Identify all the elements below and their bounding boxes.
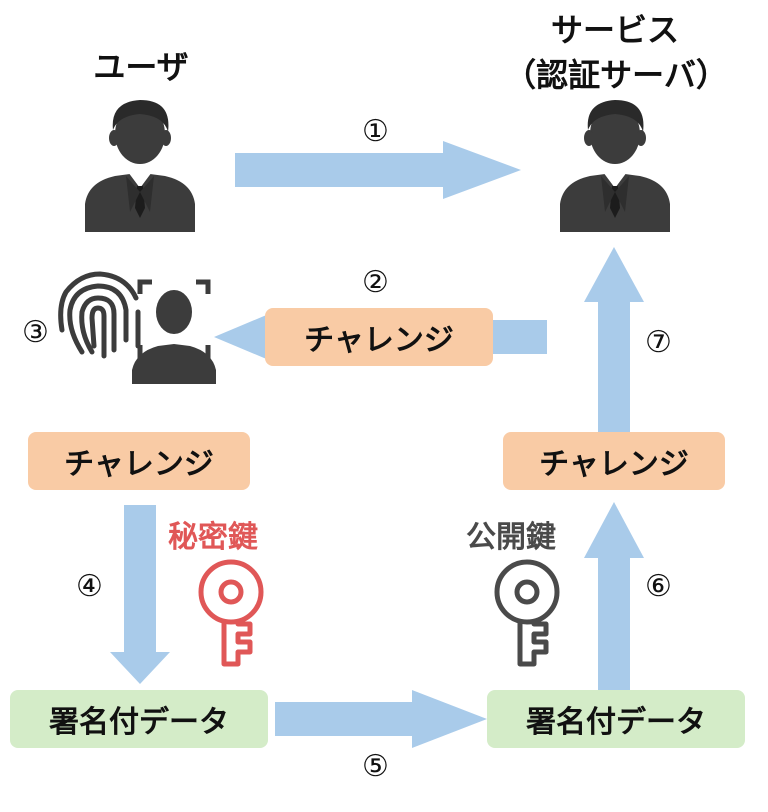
public-key-icon xyxy=(494,559,560,667)
arrow-4 xyxy=(110,505,170,684)
face-scan-icon xyxy=(132,279,216,384)
service-label-line2: （認証サーバ） xyxy=(504,56,728,94)
step-1-label: ① xyxy=(362,114,389,149)
challenge-box-right: チャレンジ xyxy=(503,432,725,490)
step-3-label: ③ xyxy=(22,315,49,350)
arrow-5 xyxy=(275,690,487,748)
user-label: ユーザ xyxy=(93,48,189,86)
fingerprint-icon xyxy=(58,271,141,359)
arrow-7 xyxy=(584,247,644,435)
private-key-icon xyxy=(198,559,264,667)
arrow-1 xyxy=(235,141,521,199)
signed-data-box-left: 署名付データ xyxy=(10,690,268,748)
step-4-label: ④ xyxy=(76,569,103,604)
step-2-label: ② xyxy=(362,265,389,300)
public-key-label: 公開鍵 xyxy=(466,520,556,555)
step-7-label: ⑦ xyxy=(645,325,672,360)
signed-data-box-right: 署名付データ xyxy=(487,690,745,748)
user-person-icon xyxy=(85,100,195,232)
challenge-box-top: チャレンジ xyxy=(265,308,493,366)
step-6-label: ⑥ xyxy=(645,569,672,604)
challenge-box-left: チャレンジ xyxy=(28,432,250,490)
step-5-label: ⑤ xyxy=(362,749,389,784)
arrow-6 xyxy=(584,502,644,690)
private-key-label: 秘密鍵 xyxy=(168,520,258,555)
service-person-icon xyxy=(560,100,670,232)
service-label-line1: サービス xyxy=(550,11,679,49)
